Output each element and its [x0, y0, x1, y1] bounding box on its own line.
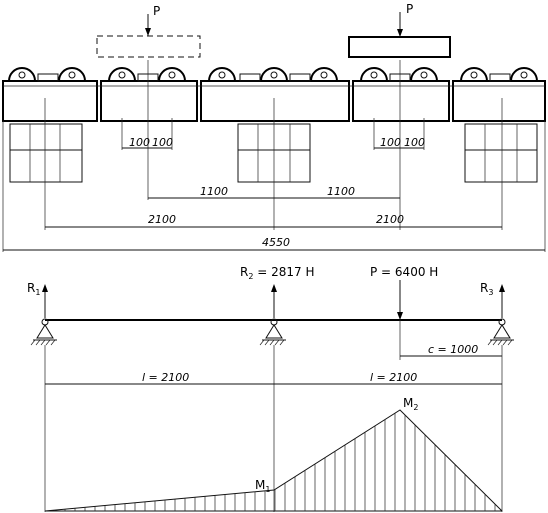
beam-segment-4: [352, 80, 450, 122]
reaction-r1-label: R1: [27, 281, 40, 297]
support-pin-left: [30, 318, 57, 346]
load-label-right: P: [406, 2, 413, 16]
reaction-r2-label: R2 = 2817 H: [240, 265, 315, 281]
support-stack-left: [9, 123, 83, 183]
beam-segment-1: [2, 80, 98, 122]
dim-100-a: 100: [129, 136, 150, 149]
dim-100-c: 100: [380, 136, 401, 149]
load-p-label: P = 6400 H: [370, 265, 438, 279]
dim-100-d: 100: [404, 136, 425, 149]
reaction-r3-label: R3: [480, 281, 493, 297]
load-block-dashed: [96, 35, 201, 58]
moment-m1-label: M1: [255, 478, 270, 494]
carriage-assembly: P P: [2, 2, 546, 252]
dim-2100-a: 2100: [148, 213, 176, 226]
wheels: [8, 67, 538, 82]
beam-model: R1 R2 = 2817 H R3 P = 6400 H c =: [27, 265, 514, 512]
dim-c: c = 1000: [428, 343, 478, 356]
beam-segment-5: [452, 80, 546, 122]
support-pin-right: [487, 318, 514, 346]
dim-1100-b: 1100: [327, 185, 355, 198]
dim-l-right: l = 2100: [370, 371, 417, 384]
moment-m2-label: M2: [403, 396, 418, 412]
load-block-solid: [348, 36, 451, 58]
support-stack-right: [464, 123, 538, 183]
load-label-left: P: [153, 4, 160, 18]
moment-diagram: M1 M2: [44, 396, 503, 512]
dim-1100-a: 1100: [200, 185, 228, 198]
moment-hatching: [54, 413, 496, 511]
moment-curve: [44, 409, 503, 512]
beam-segment-3: [200, 80, 350, 122]
support-pin-middle: [259, 318, 286, 346]
dim-100-b: 100: [152, 136, 173, 149]
dim-4550: 4550: [262, 236, 290, 249]
dim-2100-b: 2100: [376, 213, 404, 226]
beam-segment-2: [100, 80, 198, 122]
dim-l-left: l = 2100: [142, 371, 189, 384]
